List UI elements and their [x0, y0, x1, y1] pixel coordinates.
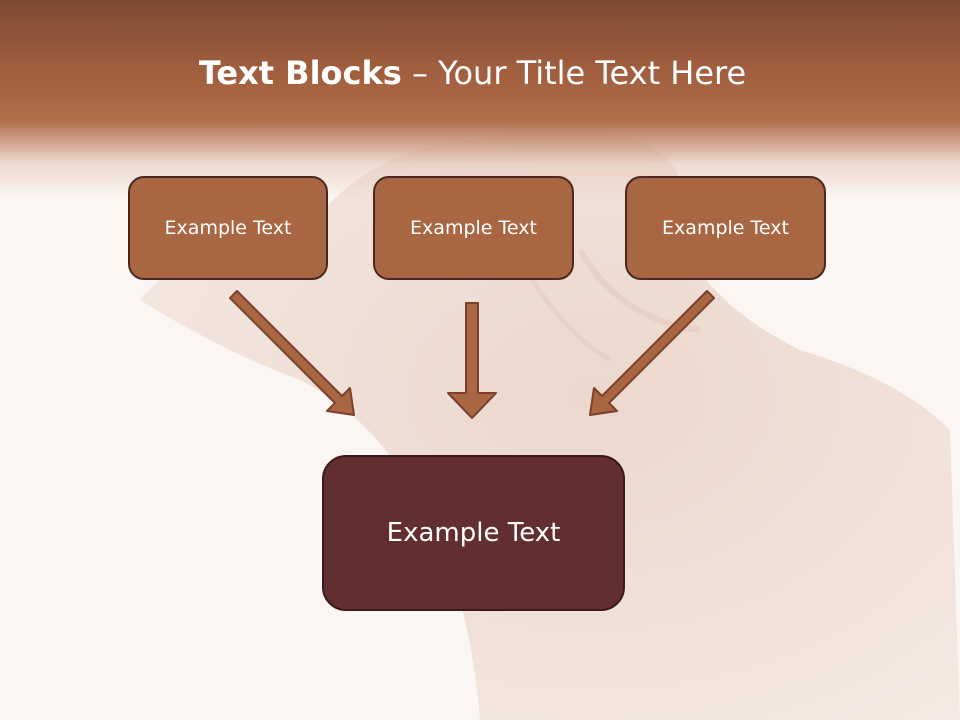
slide-title: Text Blocks – Your Title Text Here: [0, 54, 945, 92]
title-bold: Text Blocks: [198, 54, 402, 92]
text-block-3[interactable]: Example Text: [625, 176, 826, 280]
title-rest: – Your Title Text Here: [401, 54, 747, 92]
text-block-1[interactable]: Example Text: [128, 176, 328, 280]
arrow-down-right-icon: [229, 290, 355, 416]
arrow-down-left-icon: [589, 290, 715, 416]
text-block-2[interactable]: Example Text: [373, 176, 574, 280]
main-text-block[interactable]: Example Text: [322, 455, 625, 611]
arrow-down-icon: [447, 302, 497, 419]
header-band: [0, 0, 960, 200]
